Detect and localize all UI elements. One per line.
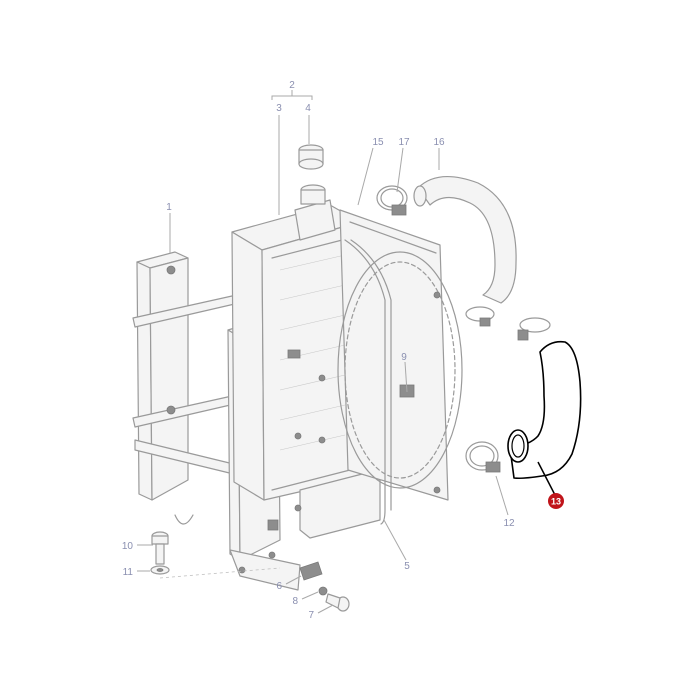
upper-hose-part-16: [413, 175, 517, 304]
callout-12: 12: [503, 518, 515, 529]
filler-neck-part-3: [294, 184, 336, 241]
callout-17: 17: [398, 137, 410, 148]
callout-15: 15: [372, 137, 384, 148]
callout-2: 2: [289, 80, 295, 91]
washer-part-8: [318, 586, 328, 596]
washer-part-11: [150, 565, 170, 575]
hose-clamp-part-17: [376, 185, 408, 216]
highlight-badge: [548, 493, 564, 509]
hose-clamp-part-12: [465, 441, 501, 473]
callout-labels: 2 3 4 1 15 17 16 9 5 12 10 11 6 8 7: [122, 80, 515, 621]
leader-lines: [137, 90, 556, 614]
bolt-part-7: [325, 593, 350, 612]
callout-5: 5: [404, 561, 410, 572]
hose-clamp-part-14: [517, 317, 551, 341]
fan-shroud: [337, 209, 463, 525]
callout-10: 10: [122, 541, 134, 552]
radiator-cap-part-4: [298, 144, 324, 170]
callout-13: 13: [551, 497, 561, 507]
callout-8: 8: [292, 596, 298, 607]
callout-4: 4: [305, 103, 311, 114]
callout-16: 16: [433, 137, 445, 148]
callout-9: 9: [401, 352, 407, 363]
callout-3: 3: [276, 103, 282, 114]
bolt-part-10: [151, 531, 169, 565]
lower-hose-part-13: [507, 340, 582, 480]
clip-part-6: [299, 561, 323, 581]
highlighted-callout-13[interactable]: 13: [548, 493, 564, 509]
callout-11: 11: [123, 567, 134, 578]
callout-1: 1: [166, 202, 172, 213]
callout-7: 7: [308, 610, 314, 621]
hose-clamp-upper: [465, 306, 495, 327]
callout-6: 6: [276, 581, 282, 592]
